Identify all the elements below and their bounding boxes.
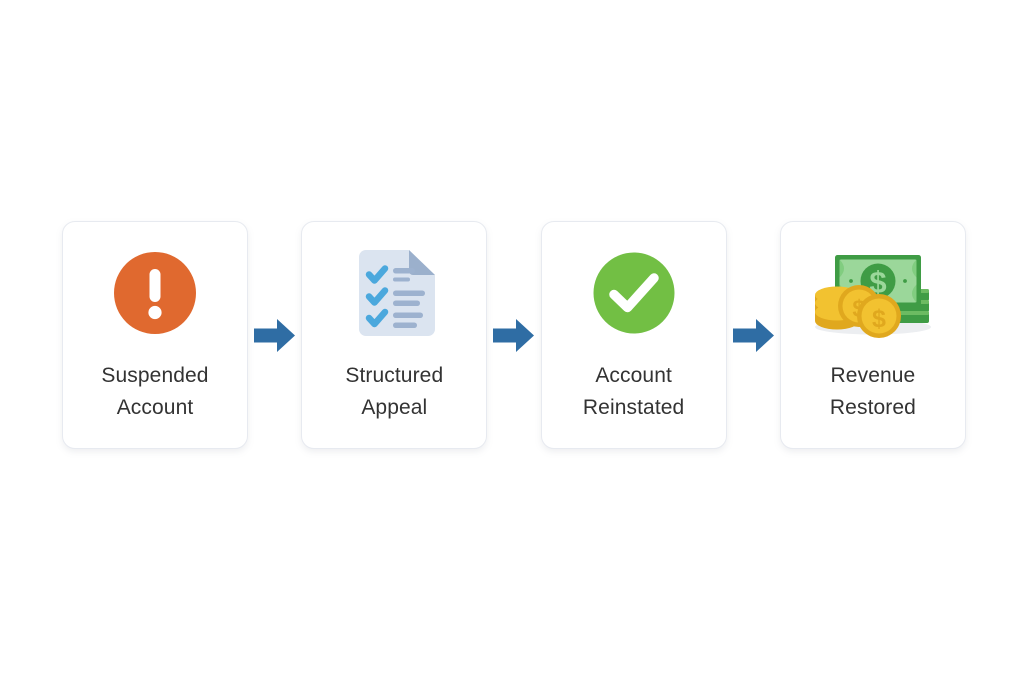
card-icon-slot <box>352 242 436 348</box>
arrow-right-icon <box>493 318 535 352</box>
arrow-connector-3 <box>727 221 780 449</box>
card-icon-slot <box>593 242 675 348</box>
money-cash-coins-icon: $ <box>807 245 939 346</box>
svg-text:$: $ <box>869 264 886 299</box>
exclamation-circle-icon <box>113 251 197 340</box>
svg-text:$: $ <box>872 305 886 333</box>
checklist-document-icon <box>352 249 436 342</box>
step-label-suspended-account: Suspended Account <box>101 364 209 419</box>
step-label-revenue-restored: Revenue Restored <box>829 364 916 419</box>
card-icon-slot: $ <box>807 242 939 348</box>
arrow-right-icon <box>254 318 296 352</box>
check-circle-icon <box>593 252 675 339</box>
step-card-structured-appeal[interactable]: Structured Appeal <box>301 221 488 449</box>
step-label-structured-appeal: Structured Appeal <box>345 364 444 419</box>
step-card-account-reinstated[interactable]: Account Reinstated <box>540 221 727 449</box>
card-icon-slot <box>113 242 197 348</box>
step-card-revenue-restored[interactable]: $ <box>779 221 966 449</box>
arrow-connector-2 <box>487 221 540 449</box>
process-flow: Suspended Account <box>62 221 966 449</box>
arrow-connector-1 <box>248 221 301 449</box>
arrow-right-icon <box>732 318 774 352</box>
step-card-suspended-account[interactable]: Suspended Account <box>62 221 248 449</box>
step-label-account-reinstated: Account Reinstated <box>582 364 685 419</box>
